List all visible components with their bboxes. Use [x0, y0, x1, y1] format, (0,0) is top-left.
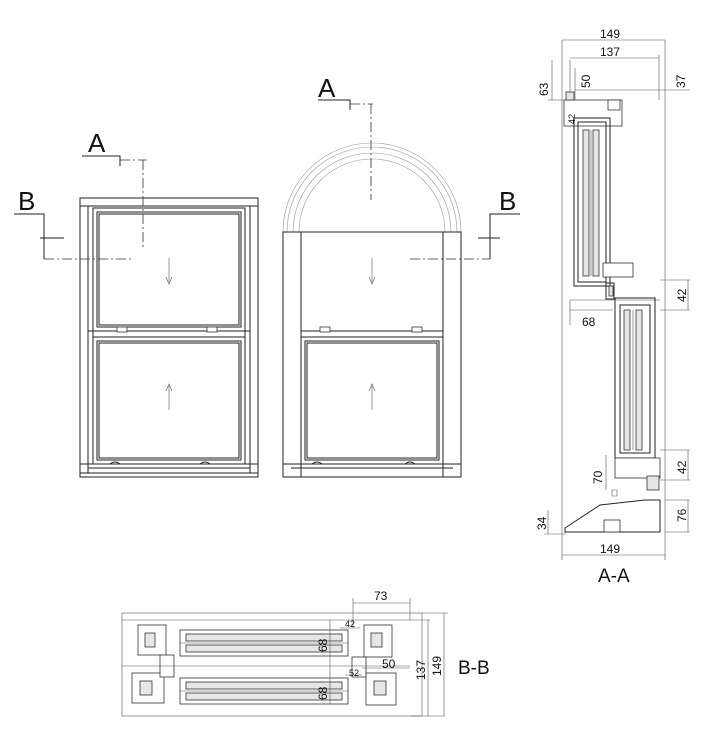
aa-dim-42-mid: 42	[675, 288, 689, 302]
section-a-marker-left: A	[82, 128, 147, 248]
section-a-label: A	[318, 73, 336, 103]
aa-dim-42-low: 42	[675, 460, 689, 474]
bb-dim-50: 50	[382, 657, 396, 671]
aa-dim-37: 37	[674, 74, 688, 88]
section-b-label: B	[18, 186, 35, 216]
aa-dim-50: 50	[579, 74, 593, 88]
section-aa	[561, 40, 666, 560]
aa-dimension-lines	[544, 39, 690, 556]
bb-dim-73: 73	[374, 589, 388, 603]
section-b-marker-left: B	[14, 186, 133, 260]
aa-dim-76: 76	[675, 508, 689, 522]
section-a-marker-right: A	[318, 73, 373, 200]
section-a-label: A	[88, 128, 106, 158]
aa-dim-42-small: 42	[567, 114, 577, 124]
bb-dimension-lines	[329, 598, 448, 717]
bb-dim-52: 52	[349, 668, 359, 678]
bb-dim-137: 137	[414, 660, 428, 680]
aa-dim-68: 68	[582, 315, 596, 329]
section-bb-title: B-B	[458, 658, 490, 679]
arched-window-elevation	[282, 142, 462, 478]
section-b-marker-right: B	[410, 186, 520, 260]
aa-dim-34: 34	[535, 516, 549, 530]
aa-dim-70: 70	[591, 470, 605, 484]
section-b-label: B	[499, 186, 516, 216]
bb-dim-42: 42	[345, 619, 355, 629]
aa-dim-63: 63	[537, 82, 551, 96]
aa-dim-149-bottom: 149	[600, 542, 620, 556]
bb-dim-149: 149	[430, 656, 444, 676]
section-bb	[121, 612, 423, 717]
bb-dim-68-top: 68	[316, 638, 330, 652]
aa-dim-149-top: 149	[600, 27, 620, 41]
aa-dim-137-top: 137	[600, 45, 620, 59]
rectangular-window-elevation	[79, 197, 259, 478]
bb-dim-68-bottom: 68	[316, 686, 330, 700]
section-aa-title: A-A	[598, 566, 630, 587]
